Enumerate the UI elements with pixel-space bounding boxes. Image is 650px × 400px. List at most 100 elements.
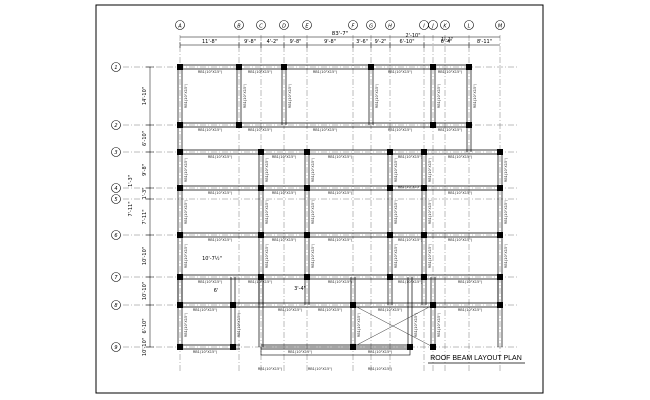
- top-dimension: 4'-2": [267, 39, 279, 45]
- column: [466, 122, 472, 128]
- grid-bubble-label: 5: [114, 197, 117, 203]
- dimensions: 83'-7"11'-8"9'-8"4'-2"9'-8"9'-8"3'-6"9'-…: [128, 31, 500, 356]
- beam-label: RB1(10"X15"): [313, 70, 338, 74]
- grid-bubble-label: B: [237, 24, 241, 30]
- grid-bubble-label: 3: [114, 150, 117, 156]
- beam-label: RB1(10"X15"): [394, 243, 398, 268]
- left-dimension: 14'-10": [142, 87, 148, 105]
- beam-label: RB1(10"X15"): [428, 243, 432, 268]
- column: [387, 232, 393, 238]
- column: [430, 302, 436, 308]
- beam-label: RB1(10"X15"): [428, 157, 432, 182]
- beam-label: RB1(10"X15"): [437, 83, 441, 108]
- beam-label: RB1(10"X15"): [265, 157, 269, 182]
- beam-label: RB1(10"X15"): [388, 70, 413, 74]
- grid-bubble-row: 2: [111, 120, 121, 130]
- column: [430, 344, 436, 350]
- top-dimension: 6'-4": [441, 39, 453, 45]
- column: [236, 64, 242, 70]
- grid-bubble-label: 6: [114, 233, 117, 239]
- grid-bubble-label: L: [468, 24, 471, 30]
- left-dimension: 10'-10": [142, 338, 148, 356]
- beam-labels: RB1(10"X15") RB1(10"X15") RB1(10"X15") RB1(…: [184, 70, 508, 371]
- beam-label: RB1(10"X15"): [184, 199, 188, 224]
- column: [177, 64, 183, 70]
- beam-label: RB1(10"X15"): [448, 238, 473, 242]
- inner-dimension: 10'-7½": [202, 255, 222, 262]
- overall-dimension: 83'-7": [332, 31, 349, 37]
- column: [177, 344, 183, 350]
- beam-label: RB1(10"X15"): [437, 312, 441, 337]
- column: [281, 64, 287, 70]
- beam-label: RB1(10"X15"): [448, 155, 473, 159]
- column: [497, 302, 503, 308]
- grid-bubble-label: K: [443, 24, 447, 30]
- grid-bubble-label: I: [423, 24, 425, 30]
- column: [258, 185, 264, 191]
- grid-bubble-col: E: [302, 20, 312, 30]
- top-dimension: 9'-8": [290, 39, 302, 45]
- drawing-title: ROOF BEAM LAYOUT PLAN: [430, 355, 522, 362]
- beam-label: RB1(10"X15"): [272, 191, 297, 195]
- beam-label: RB1(10"X15"): [193, 308, 218, 312]
- beam-label: RB1(10"X15"): [504, 157, 508, 182]
- beam-label: RB1(10"X15"): [184, 83, 188, 108]
- beam-label: RB1(10"X15"): [243, 83, 247, 108]
- beam-label: RB1(10"X15"): [184, 243, 188, 268]
- beam-label: RB1(10"X15"): [438, 70, 463, 74]
- beam-label: RB1(10"X15"): [265, 243, 269, 268]
- grid-bubble-col: C: [256, 20, 266, 30]
- grid-lines: [112, 35, 518, 372]
- beam-label: RB1(10"X15"): [308, 367, 333, 371]
- column: [387, 149, 393, 155]
- column: [230, 344, 236, 350]
- column: [497, 274, 503, 280]
- left-dimension: 9'-8": [142, 164, 148, 176]
- column: [466, 64, 472, 70]
- column: [236, 122, 242, 128]
- beam-label: RB1(10"X15"): [265, 199, 269, 224]
- beam-label: RB1(10"X15"): [208, 238, 233, 242]
- grid-bubble-label: H: [388, 24, 392, 30]
- column: [421, 274, 427, 280]
- grid-bubble-label: F: [352, 24, 355, 30]
- column: [304, 232, 310, 238]
- bottom-beam-band: [260, 346, 411, 356]
- side-dimension: 7'-11": [128, 201, 134, 216]
- beam-label: RB1(10"X15"): [328, 155, 353, 159]
- grid-bubble-label: E: [305, 24, 309, 30]
- column: [421, 232, 427, 238]
- beam-label: RB1(10"X15"): [237, 312, 241, 337]
- column: [177, 232, 183, 238]
- column: [430, 64, 436, 70]
- beam-label: RB1(10"X15"): [248, 70, 273, 74]
- top-dimension-upper: 1'-2": [441, 37, 453, 43]
- grid-bubble-col: J: [428, 20, 438, 30]
- beam-label: RB1(10"X15"): [208, 191, 233, 195]
- beam-label: RB1(10"X15"): [208, 155, 233, 159]
- column: [304, 185, 310, 191]
- grid-bubble-row: 4: [111, 183, 121, 193]
- left-dimension: 10'-10": [142, 282, 148, 300]
- left-dimension: 6'-10": [142, 131, 148, 146]
- beam-label: RB1(10"X15"): [198, 128, 223, 132]
- grid-bubble-label: A: [177, 24, 182, 30]
- column: [387, 185, 393, 191]
- grid-bubble-col: K: [440, 20, 450, 30]
- top-dimension: 9'-8": [244, 39, 256, 45]
- beam-label: RB1(10"X15"): [448, 191, 473, 195]
- grid-bubble-row: 6: [111, 230, 121, 240]
- grid-bubble-col: F: [348, 20, 358, 30]
- grid-bubble-row: 9: [111, 342, 121, 352]
- column: [177, 149, 183, 155]
- beam-label: RB1(10"X15"): [398, 185, 423, 189]
- grid-bubble-label: G: [369, 24, 373, 30]
- grid-bubble-label: J: [431, 24, 434, 30]
- grid-bubble-row: 8: [111, 300, 121, 310]
- column: [304, 149, 310, 155]
- grid-bubble-row: 5: [111, 194, 121, 204]
- column: [177, 185, 183, 191]
- beam-label: RB1(10"X15"): [504, 243, 508, 268]
